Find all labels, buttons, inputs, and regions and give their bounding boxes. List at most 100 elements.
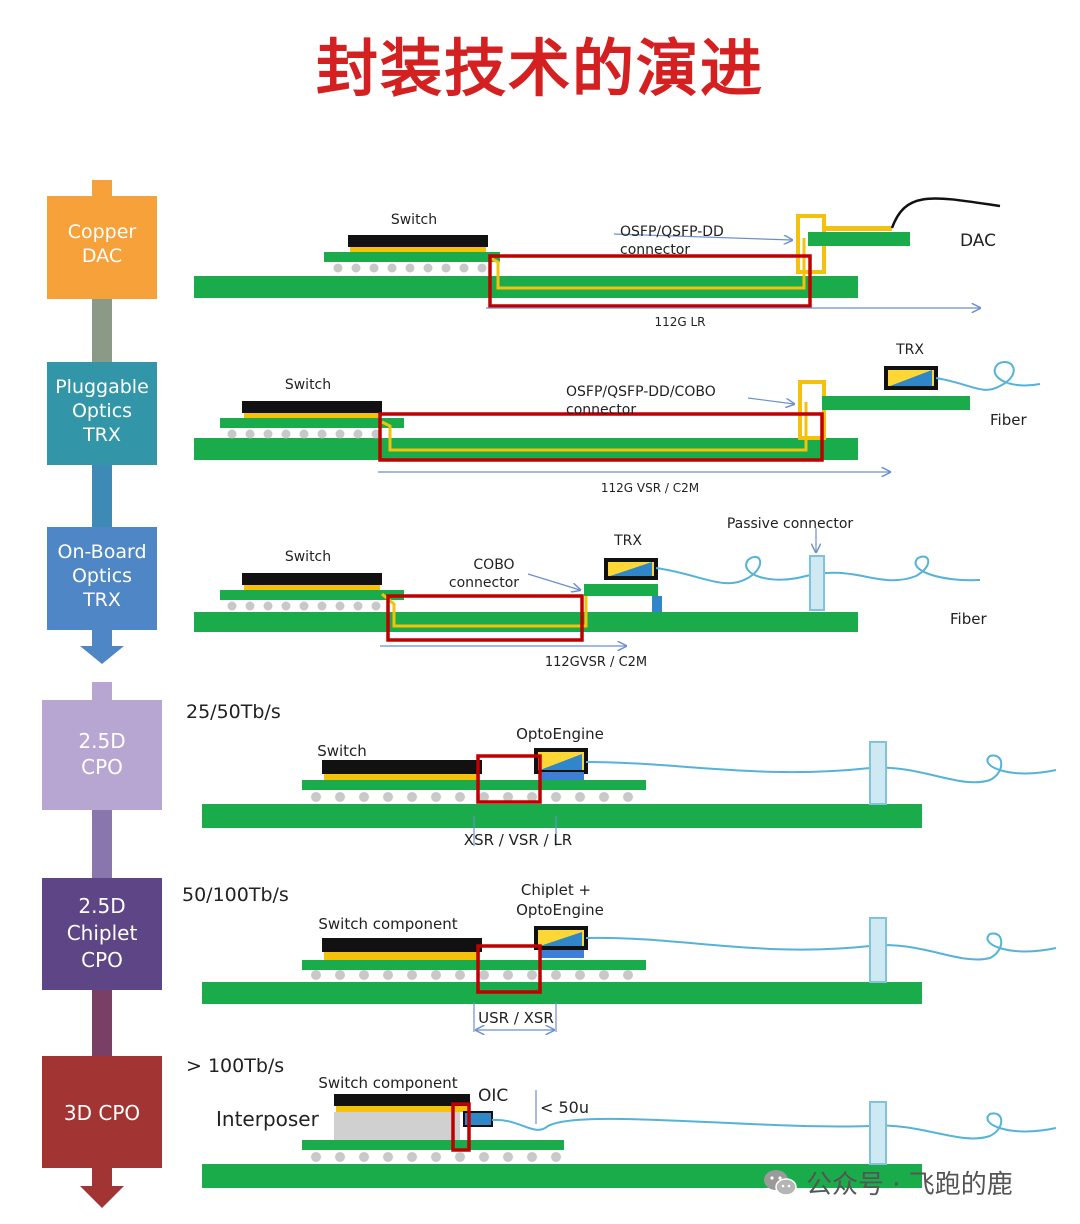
link-label: XSR / VSR / LR [464, 831, 572, 849]
engine-label: OptoEngine [516, 725, 604, 743]
passive-connector [809, 555, 825, 611]
switch-label: Switch component [318, 1074, 457, 1092]
highlight-box [386, 594, 584, 642]
stage-label-4b: CPO [81, 755, 123, 779]
connector-label-b: connector [566, 402, 636, 418]
interposer [334, 1112, 460, 1140]
connector-4-top [92, 682, 112, 702]
stage-box-onboard [47, 527, 157, 630]
end-label-fiber: Fiber [950, 610, 987, 628]
dac-board [808, 232, 910, 246]
engine-label-a: Chiplet + [521, 881, 591, 899]
package-substrate [302, 1140, 564, 1150]
connector-2 [92, 464, 112, 530]
package-substrate [220, 590, 404, 600]
stage-box-3d-cpo [42, 1056, 162, 1168]
highlight-box [451, 1102, 471, 1152]
package-substrate [324, 252, 500, 262]
pcb-board [202, 804, 922, 828]
link-label: 112G VSR / C2M [601, 481, 699, 495]
package-substrate [220, 418, 404, 428]
solder-balls [311, 1152, 561, 1162]
row-chiplet-cpo: 50/100Tb/s Switch component Chiplet + Op… [182, 881, 1057, 1032]
copper-cable [890, 197, 1001, 229]
connector-5 [92, 990, 112, 1058]
switch-chip [322, 938, 482, 952]
switch-chip [322, 760, 482, 774]
highlight-box [476, 944, 542, 994]
switch-chip [242, 573, 382, 585]
pcb-board [194, 612, 858, 632]
solder-balls [311, 970, 633, 980]
fiber-connector [869, 1101, 887, 1165]
connector-1 [92, 298, 112, 364]
oic-label: OIC [478, 1086, 508, 1106]
highlight-box [488, 254, 812, 308]
obo-board [584, 584, 658, 596]
end-label-fiber: Fiber [990, 411, 1027, 429]
package-substrate [302, 780, 646, 790]
link-label: USR / XSR [478, 1009, 554, 1027]
switch-chip [348, 235, 488, 247]
bandwidth-label: 50/100Tb/s [182, 884, 289, 906]
bandwidth-label: 25/50Tb/s [186, 701, 281, 723]
end-label-dac: DAC [960, 231, 996, 251]
interposer-label: Interposer [216, 1107, 320, 1131]
switch-label: Switch component [318, 915, 457, 933]
fiber-connector [869, 917, 887, 983]
stage-label-3b: Optics [72, 565, 132, 587]
link-label: 112G LR [654, 315, 705, 329]
fiber [655, 555, 981, 585]
highlight-box [378, 412, 824, 462]
engine-label-b: OptoEngine [516, 901, 604, 919]
stage-label-3c: TRX [82, 589, 121, 611]
bandwidth-label: > 100Tb/s [186, 1055, 284, 1077]
switch-label: Switch [391, 212, 437, 228]
stage-label-5b: Chiplet [67, 921, 138, 945]
chip-bumps [336, 1106, 468, 1112]
stage-column: Copper DAC Pluggable Optics TRX On-Board… [42, 180, 162, 1208]
switch-label: Switch [285, 377, 331, 393]
stage-box-pluggable [47, 362, 157, 465]
pcb-board [202, 1164, 922, 1188]
watermark-text: 公众号 · 飞跑的鹿 [806, 1170, 1013, 1200]
row-pluggable-optics: Switch OSFP/QSFP-DD/COBO connector TRX F… [194, 342, 1041, 495]
solder-balls [227, 601, 381, 611]
stage-label-2c: TRX [82, 424, 121, 446]
wechat-icon [764, 1169, 797, 1196]
column-top-stub [92, 180, 112, 198]
page-title: 封装技术的演进 [315, 32, 764, 105]
link-label: 112GVSR / C2M [545, 655, 647, 670]
chip-bumps [244, 413, 380, 418]
fiber [585, 932, 1057, 961]
trx-label: TRX [895, 342, 924, 358]
stage-label-4a: 2.5D [78, 729, 125, 753]
chip-bumps [324, 774, 480, 780]
switch-chip [334, 1094, 470, 1106]
stage-label-5a: 2.5D [78, 894, 125, 918]
chip-bumps [244, 585, 380, 590]
package-substrate [302, 960, 646, 970]
stage-label-2b: Optics [72, 400, 132, 422]
stage-box-copper-dac [47, 196, 157, 299]
trx-label: TRX [613, 533, 642, 549]
watermark: 公众号 · 飞跑的鹿 [762, 1164, 1013, 1201]
connector-label-b: connector [620, 242, 690, 258]
solder-balls [333, 263, 487, 273]
solder-balls [311, 792, 633, 802]
stage-label-1a: Copper [68, 221, 137, 243]
fiber [585, 754, 1057, 784]
stage-box-chiplet-cpo [42, 878, 162, 990]
passive-connector-label: Passive connector [727, 516, 854, 532]
stage-label-6a: 3D CPO [64, 1101, 140, 1125]
stage-label-3a: On-Board [57, 541, 146, 563]
connector-3 [92, 628, 112, 650]
connector-6 [92, 1168, 112, 1190]
row-onboard-optics: Switch COBO connector TRX Passive connec… [194, 516, 987, 670]
highlight-box [476, 754, 542, 804]
switch-label: Switch [317, 742, 367, 760]
connector-4 [92, 810, 112, 880]
row-25d-cpo: 25/50Tb/s Switch OptoEngine XSR / VSR / … [186, 701, 1057, 849]
row-copper-dac: Switch OSFP/QSFP-DD connector DAC 112G L… [194, 197, 1001, 329]
module-board [822, 396, 970, 410]
